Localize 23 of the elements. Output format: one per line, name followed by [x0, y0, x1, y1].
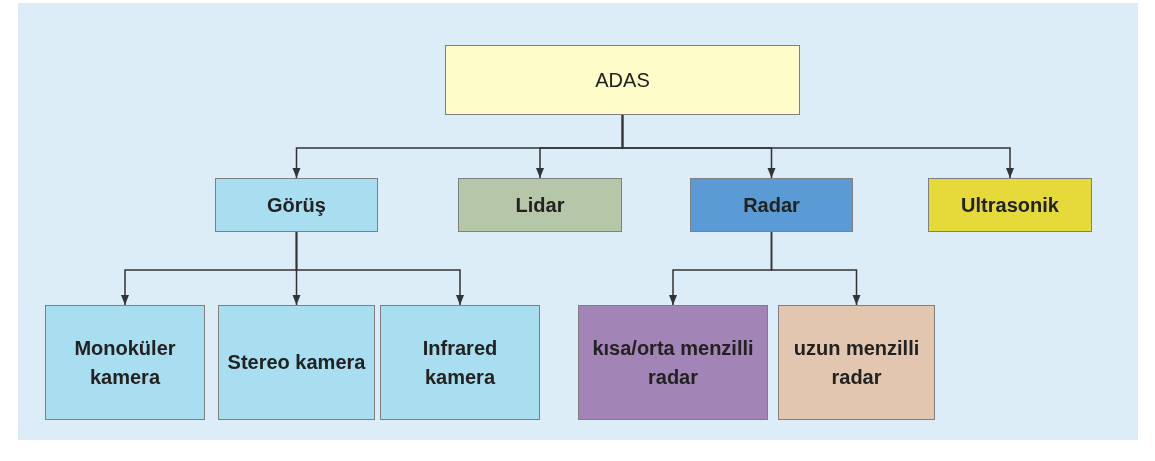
node-label: Infrared kamera [421, 335, 499, 390]
connector-arrow [295, 231, 465, 306]
node-label: ADAS [594, 67, 651, 93]
node-label: kısa/orta menzilli radar [591, 335, 755, 390]
node-label: Monoküler kamera [73, 335, 177, 390]
category-box [215, 178, 378, 232]
connector-arrow [621, 114, 1015, 179]
node-label: Radar [742, 192, 801, 218]
item-box [578, 305, 768, 420]
category-box [445, 45, 800, 115]
item-box [380, 305, 540, 420]
item-box [218, 305, 375, 420]
node-label: uzun menzilli radar [792, 335, 921, 390]
node-label: Ultrasonik [960, 192, 1060, 218]
node-label: Lidar [514, 192, 566, 218]
node-label: Stereo kamera [226, 350, 367, 375]
item-box [778, 305, 935, 420]
item-box [458, 178, 622, 232]
connector-arrow [770, 231, 861, 306]
category-box [690, 178, 853, 232]
item-box [928, 178, 1092, 232]
item-box [45, 305, 205, 420]
node-label: Görüş [266, 192, 327, 218]
